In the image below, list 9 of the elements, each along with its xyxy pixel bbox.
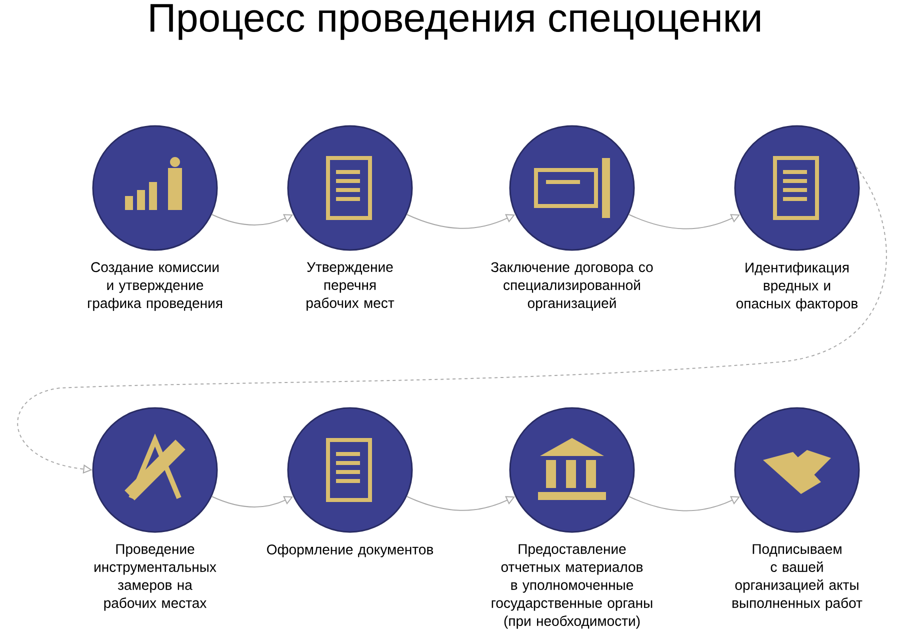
- step-caption: Утверждение перечня рабочих мест: [306, 262, 394, 311]
- step-caption: Подписываем с вашей организацией акты выполненных работ: [732, 544, 862, 611]
- step-caption: Проведение инструментальных замеров на рабочих местах: [94, 544, 216, 611]
- step-caption: Идентификация вредных и опасных факторов: [736, 262, 858, 312]
- step-caption: Предоставление отчетных материалов в уполномоченные государственные органы (при необходимости): [492, 544, 652, 629]
- step-caption: Заключение договора со специализированной организацией: [491, 262, 653, 311]
- step-caption: Оформление документов: [267, 544, 434, 558]
- title: Процесс проведения спецоценки: [150, 4, 760, 40]
- step-caption: Создание комиссии и утверждение графика проведения: [88, 262, 222, 311]
